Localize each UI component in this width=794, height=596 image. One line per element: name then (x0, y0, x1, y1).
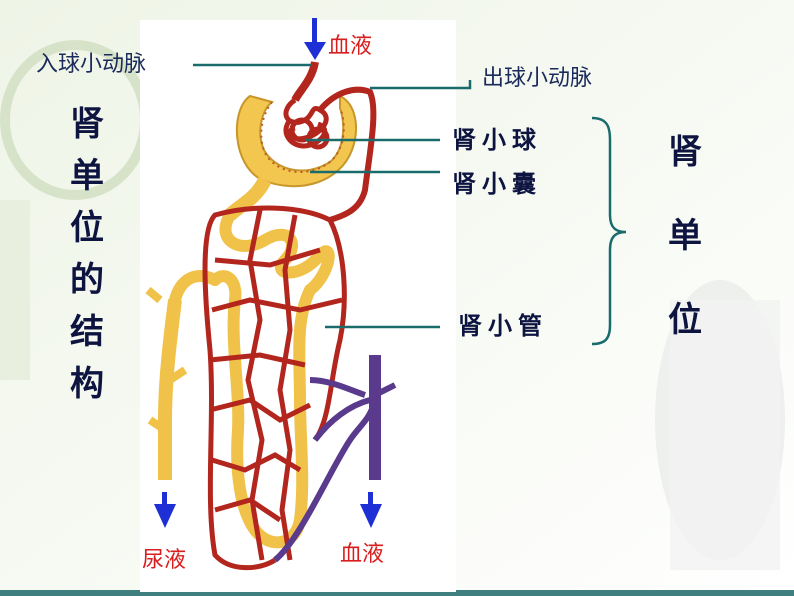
nephron-bracket-label: 肾 单 位 (668, 110, 702, 362)
capsule-wall (260, 101, 345, 173)
efferent-arteriole (317, 86, 377, 223)
nephron-bracket (591, 116, 627, 346)
title-char: 肾 (70, 104, 104, 144)
bracket-char: 单 (668, 216, 702, 256)
capillary-network (202, 205, 347, 571)
bracket-char: 位 (668, 300, 702, 340)
afferent-arteriole-label: 入球小动脉 (36, 52, 147, 77)
nephron-structure-title: 肾 单 位 的 结 构 (70, 98, 104, 410)
bracket-char: 肾 (668, 132, 702, 172)
title-char: 构 (70, 364, 104, 404)
blood-in-label: 血液 (328, 34, 373, 59)
bowman-capsule-label: 肾小囊 (452, 169, 542, 198)
renal-vein (273, 377, 378, 563)
glomerulus-label: 肾小球 (452, 125, 542, 154)
leader-lines (193, 63, 472, 329)
blood-out-label: 血液 (340, 542, 385, 567)
renal-tubule-label: 肾小管 (458, 311, 548, 340)
blood-in-arrow (304, 18, 326, 60)
afferent-arteriole (291, 61, 319, 102)
efferent-arteriole-label: 出球小动脉 (482, 66, 593, 91)
duct-branches (145, 286, 188, 434)
urine-label: 尿液 (142, 548, 187, 573)
title-char: 结 (70, 312, 104, 352)
blood-out-arrow (360, 492, 382, 528)
vein-branch (373, 382, 397, 398)
collecting-duct (158, 299, 182, 480)
title-char: 单 (70, 156, 104, 196)
title-char: 位 (70, 208, 104, 248)
title-char: 的 (70, 260, 104, 300)
urine-arrow (154, 492, 176, 528)
